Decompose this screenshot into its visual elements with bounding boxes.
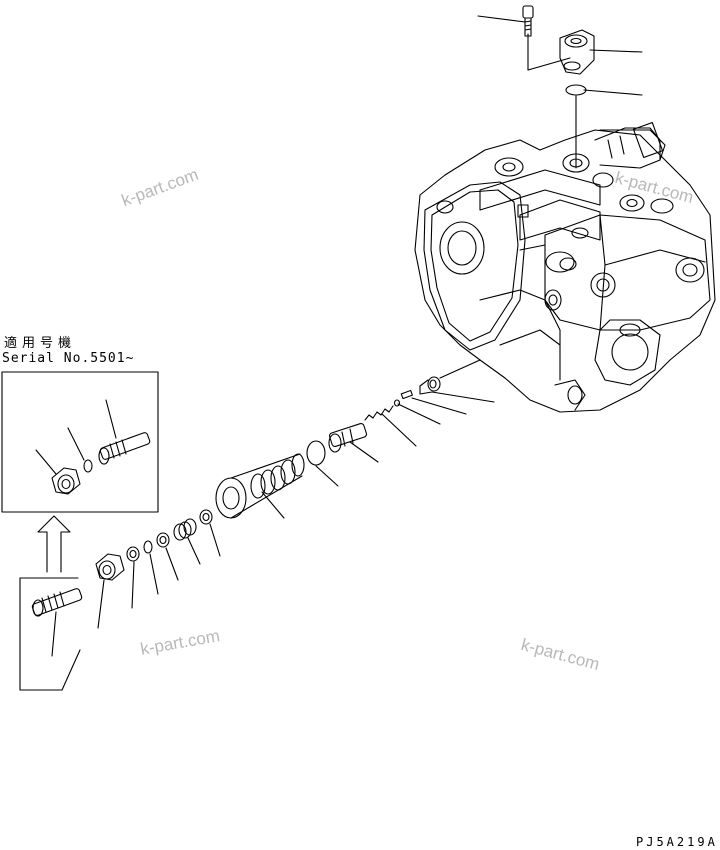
lock-nut xyxy=(95,553,125,581)
inset-nut xyxy=(51,467,81,495)
o-ring-top xyxy=(565,84,587,96)
up-arrow xyxy=(37,515,71,573)
serial-number-label: Serial No.5501~ xyxy=(2,351,135,366)
o-ring-mid xyxy=(306,440,326,466)
adjusting-screw xyxy=(31,588,83,617)
washer-a xyxy=(156,532,170,548)
washer-b xyxy=(143,540,153,554)
inset-screw xyxy=(98,432,151,465)
spring xyxy=(364,405,394,421)
serial-inset xyxy=(1,371,159,513)
snap-ring xyxy=(126,546,140,562)
fitting-bracket xyxy=(559,29,595,75)
top-bolt xyxy=(522,5,534,37)
leader-lines xyxy=(51,15,643,657)
applicable-label: 適用号機 xyxy=(4,336,77,351)
inset-washer xyxy=(83,459,93,473)
plug xyxy=(419,376,441,395)
drawing-code: PJ5A219A xyxy=(636,835,718,849)
small-spring xyxy=(173,518,197,541)
valve-sleeve xyxy=(215,453,305,519)
small-pin xyxy=(393,389,413,407)
pump-body xyxy=(414,121,716,413)
piston-spool xyxy=(328,423,368,453)
retaining-ring xyxy=(199,509,213,525)
lower-bracket xyxy=(19,577,81,691)
